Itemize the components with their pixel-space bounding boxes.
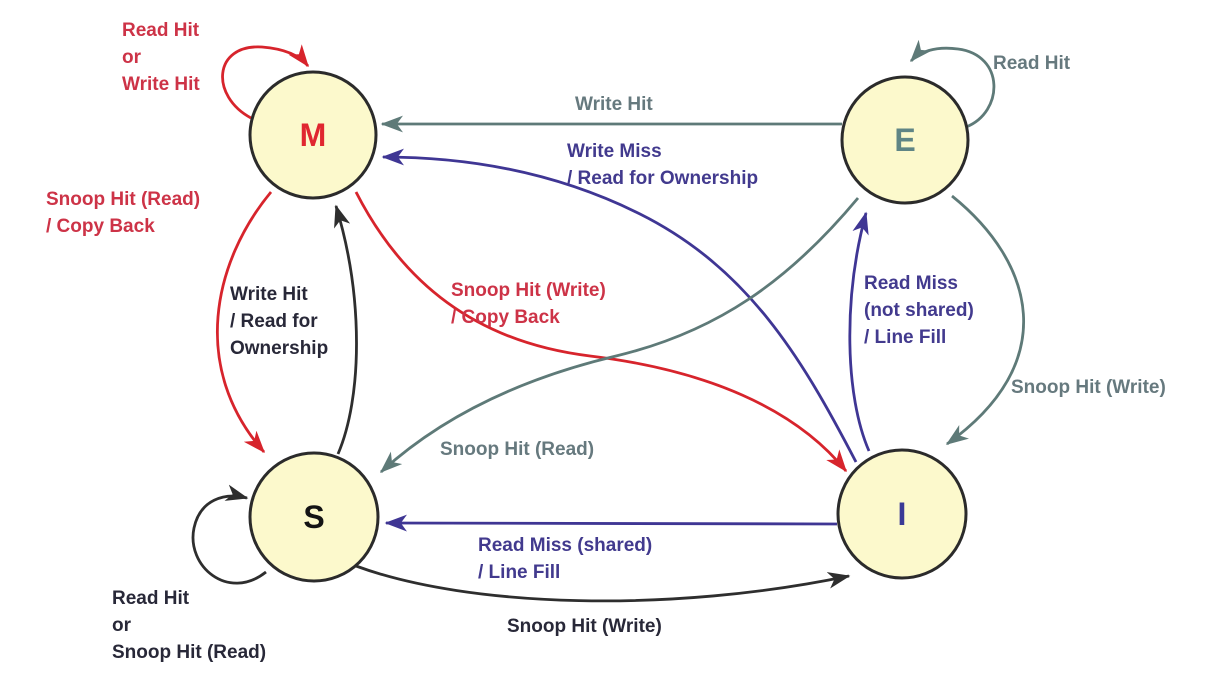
edge-m-self-loop [221, 44, 310, 120]
state-node-m [248, 70, 378, 200]
label-m-to-s-snoop-hit-read: Snoop Hit (Read) / Copy Back [46, 189, 201, 237]
label-m-self-read-or-write-hit: Read Hit or Write Hit [122, 20, 200, 95]
label-e-self-read-hit: Read Hit [993, 53, 1071, 74]
label-s-to-i-snoop-hit-write: Snoop Hit (Write) [507, 616, 662, 637]
label-e-to-i-snoop-hit-write: Snoop Hit (Write) [1011, 377, 1166, 398]
state-node-s [248, 451, 380, 583]
edge-s-to-i [355, 564, 851, 603]
edge-i-to-s [384, 514, 838, 532]
state-label-m: M [299, 116, 327, 153]
edge-i-to-m [381, 148, 858, 463]
edge-m-to-s [215, 191, 273, 454]
edge-i-to-e [848, 211, 871, 452]
label-e-to-m-write-hit: Write Hit [575, 94, 653, 115]
edge-e-to-i [945, 194, 1026, 446]
label-s-self-read-or-snoop-hit: Read Hit or Snoop Hit (Read) [112, 588, 267, 663]
state-label-e: E [894, 121, 916, 158]
edge-e-to-s [379, 197, 860, 474]
label-m-to-i-snoop-hit-write: Snoop Hit (Write) / Copy Back [451, 280, 606, 328]
label-e-to-s-snoop-hit-read: Snoop Hit (Read) [440, 439, 595, 460]
label-i-to-e-read-miss-not-shared: Read Miss (not shared) / Line Fill [864, 273, 974, 348]
state-node-i [836, 448, 968, 580]
state-label-i: I [897, 495, 907, 532]
edge-m-to-i [354, 191, 848, 473]
label-s-to-m-write-hit: Write Hit / Read for Ownership [230, 284, 329, 359]
edge-s-self-loop [191, 484, 267, 585]
edge-e-self-loop [909, 39, 996, 129]
state-label-s: S [303, 498, 325, 535]
label-i-to-s-read-miss-shared: Read Miss (shared) / Line Fill [478, 535, 653, 583]
label-i-to-m-write-miss: Write Miss / Read for Ownership [567, 141, 759, 189]
edge-s-to-m [334, 204, 358, 455]
state-node-e [840, 75, 970, 205]
